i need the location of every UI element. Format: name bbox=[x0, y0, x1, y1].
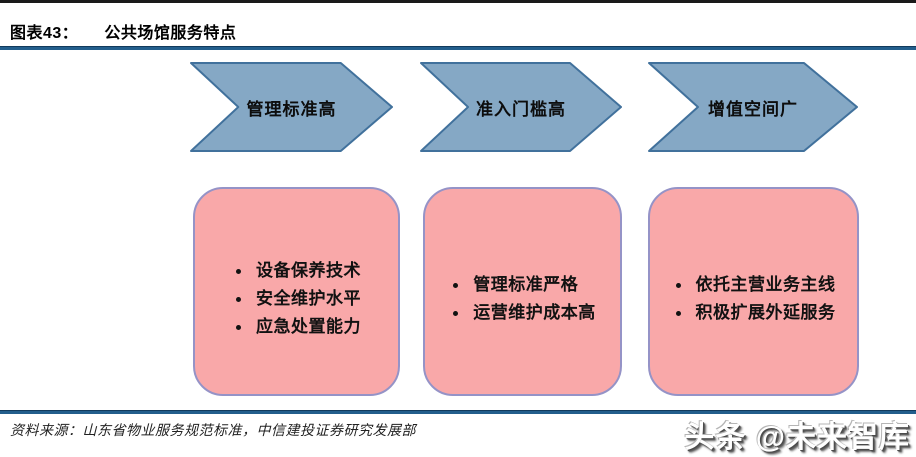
bullet-list: 管理标准严格 运营维护成本高 bbox=[449, 271, 596, 327]
chevron-arrow-3: 增值空间广 bbox=[648, 62, 858, 152]
bullet-list: 依托主营业务主线 积极扩展外延服务 bbox=[672, 271, 836, 327]
chevron-arrow-1: 管理标准高 bbox=[190, 62, 393, 152]
detail-box-1: 设备保养技术 安全维护水平 应急处置能力 bbox=[193, 187, 400, 396]
list-item: 安全维护水平 bbox=[232, 285, 361, 313]
arrow-label: 准入门槛高 bbox=[476, 99, 566, 119]
list-item: 依托主营业务主线 bbox=[672, 271, 836, 299]
bullet-list: 设备保养技术 安全维护水平 应急处置能力 bbox=[232, 257, 361, 341]
list-item: 积极扩展外延服务 bbox=[672, 299, 836, 327]
list-item: 设备保养技术 bbox=[232, 257, 361, 285]
header-divider bbox=[0, 46, 916, 50]
list-item: 运营维护成本高 bbox=[449, 299, 596, 327]
chevron-shape-icon bbox=[190, 62, 393, 152]
footer-divider bbox=[0, 410, 916, 414]
list-item: 应急处置能力 bbox=[232, 313, 361, 341]
chevron-shape-icon bbox=[648, 62, 858, 152]
figure-header: 图表43： 公共场馆服务特点 bbox=[10, 19, 236, 43]
list-item: 管理标准严格 bbox=[449, 271, 596, 299]
figure-title: 公共场馆服务特点 bbox=[104, 25, 237, 42]
top-divider bbox=[0, 0, 916, 3]
arrow-label: 增值空间广 bbox=[708, 99, 798, 119]
watermark: 头条 @未来智库 bbox=[684, 421, 910, 454]
figure-label: 图表43： bbox=[10, 25, 79, 42]
chevron-shape-icon bbox=[420, 62, 622, 152]
detail-box-3: 依托主营业务主线 积极扩展外延服务 bbox=[648, 187, 859, 396]
arrow-label: 管理标准高 bbox=[246, 99, 337, 119]
source-note: 资料来源：山东省物业服务规范标准，中信建投证券研究发展部 bbox=[10, 424, 416, 439]
detail-box-2: 管理标准严格 运营维护成本高 bbox=[423, 187, 622, 396]
chevron-arrow-2: 准入门槛高 bbox=[420, 62, 622, 152]
